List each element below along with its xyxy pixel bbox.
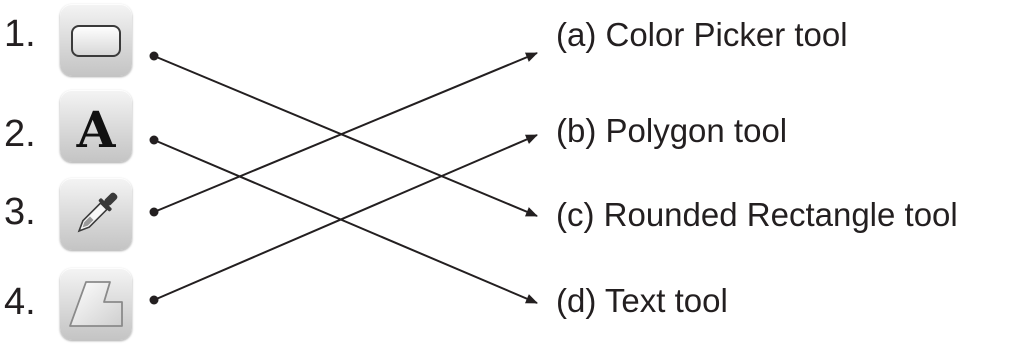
- match-line-1-to-c: [153, 55, 538, 217]
- polygon-icon: [60, 268, 132, 340]
- match-dot-3: [149, 207, 159, 217]
- match-dot-1: [149, 51, 159, 61]
- text-icon: A: [60, 90, 132, 162]
- option-a-label: (a) Color Picker tool: [556, 16, 848, 53]
- match-line-4-to-b: [153, 134, 538, 301]
- match-line-2-to-d: [153, 139, 538, 304]
- match-dot-4: [149, 295, 159, 305]
- item-number-4: 4.: [4, 281, 36, 323]
- item-number-1: 1.: [4, 13, 36, 55]
- option-c-label: (c) Rounded Rectangle tool: [556, 196, 958, 233]
- item-number-3: 3.: [4, 191, 36, 233]
- option-b-label: (b) Polygon tool: [556, 112, 788, 149]
- match-dot-2: [149, 135, 159, 145]
- item-number-2: 2.: [4, 113, 36, 155]
- match-line-3-to-a: [153, 52, 538, 213]
- rounded-rectangle-icon: [60, 4, 132, 76]
- option-d-label: (d) Text tool: [556, 282, 728, 319]
- text-icon-glyph: A: [76, 100, 117, 159]
- color-picker-icon: [60, 178, 132, 250]
